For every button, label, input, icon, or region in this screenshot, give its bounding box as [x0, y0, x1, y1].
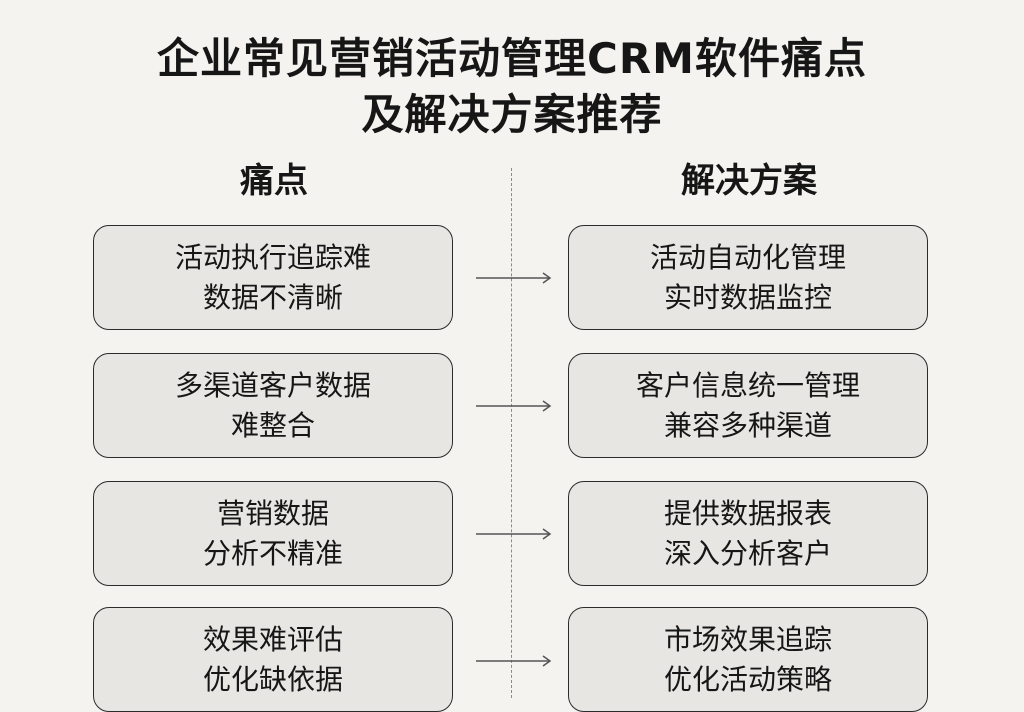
pain-point-line: 效果难评估 — [202, 622, 343, 656]
pain-point-line: 营销数据 — [216, 496, 329, 530]
solution-line: 客户信息统一管理 — [635, 368, 860, 402]
pain-point-box: 多渠道客户数据 难整合 — [93, 353, 453, 458]
solution-line: 优化活动策略 — [663, 662, 832, 696]
diagram-title-line-2: 及解决方案推荐 — [361, 90, 663, 139]
pain-point-line: 数据不清晰 — [202, 280, 343, 314]
pain-point-line: 分析不精准 — [202, 536, 343, 570]
pain-point-box: 营销数据 分析不精准 — [93, 481, 453, 586]
pain-point-box: 效果难评估 优化缺依据 — [93, 607, 453, 712]
pain-point-line: 优化缺依据 — [202, 662, 343, 696]
diagram-title-line-1: 企业常见营销活动管理CRM软件痛点 — [157, 34, 867, 83]
pain-point-box: 活动执行追踪难 数据不清晰 — [93, 225, 453, 330]
center-divider — [511, 168, 512, 698]
solution-line: 市场效果追踪 — [663, 622, 832, 656]
solution-box: 活动自动化管理 实时数据监控 — [568, 225, 928, 330]
solution-line: 实时数据监控 — [663, 280, 832, 314]
solutions-header: 解决方案 — [681, 161, 817, 201]
pain-point-line: 难整合 — [230, 408, 315, 442]
pain-point-line: 活动执行追踪难 — [174, 240, 371, 274]
solution-line: 活动自动化管理 — [649, 240, 846, 274]
solution-box: 市场效果追踪 优化活动策略 — [568, 607, 928, 712]
arrow-right-icon — [476, 400, 552, 412]
arrow-right-icon — [476, 272, 552, 284]
arrow-right-icon — [476, 655, 552, 667]
solution-box: 客户信息统一管理 兼容多种渠道 — [568, 353, 928, 458]
solution-box: 提供数据报表 深入分析客户 — [568, 481, 928, 586]
solution-line: 兼容多种渠道 — [663, 408, 832, 442]
solution-line: 深入分析客户 — [663, 536, 832, 570]
pain-points-header: 痛点 — [240, 161, 308, 201]
solution-line: 提供数据报表 — [663, 496, 832, 530]
pain-point-line: 多渠道客户数据 — [174, 368, 371, 402]
arrow-right-icon — [476, 528, 552, 540]
